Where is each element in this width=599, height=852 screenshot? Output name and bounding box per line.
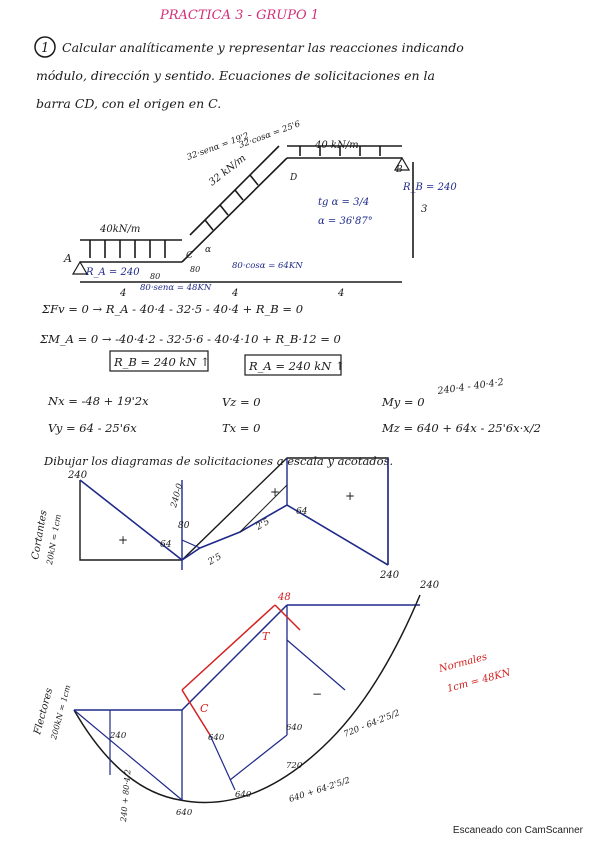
scanner-footer: Escaneado con CamScanner <box>452 825 583 836</box>
problem-number-circle <box>34 36 56 58</box>
diagram-instruction: Dibujar los diagramas de solicitaciones … <box>43 454 393 468</box>
minus-80-label: 80 <box>190 265 200 274</box>
ra-result: R_A = 240 kN ↑ <box>248 359 345 373</box>
rb-result: R_B = 240 kN ↑ <box>113 355 210 369</box>
reaction-b-label: R_B = 240 <box>402 182 457 193</box>
tan-formula: tg α = 3/4 <box>318 197 369 208</box>
normal-title: Normales <box>437 652 488 676</box>
equation-nx: Nx = -48 + 19'2x <box>47 394 149 408</box>
equation-mz-note: 240·4 - 40·4·2 <box>436 377 505 397</box>
moment-val-640-formula: 640 + 64·2'5/2 <box>288 776 352 805</box>
moment-val-640-a: 640 <box>208 733 225 743</box>
point-c-label: C <box>186 251 193 261</box>
moment-val-640-b: 640 <box>235 790 252 800</box>
shear-sign-plus-2: + <box>270 485 280 499</box>
statement-line-2: módulo, dirección y sentido. Ecuaciones … <box>36 68 435 83</box>
moment-diagram <box>73 594 421 804</box>
load-right-label: 40 kN/m <box>314 140 359 151</box>
equation-tx: Tx = 0 <box>222 421 260 435</box>
moment-val-240: 240 <box>419 580 440 591</box>
equation-my: My = 0 <box>381 395 425 409</box>
force-cos-label: 80·cosα = 64KN <box>232 261 303 271</box>
support-a-label: A <box>63 252 72 265</box>
equation-sum-ma: ΣM_A = 0 → -40·4·2 - 32·5·6 - 40·4·10 + … <box>39 332 341 346</box>
page-title: PRACTICA 3 - GRUPO 1 <box>159 8 319 23</box>
dim-left: 4 <box>119 288 126 299</box>
shear-val-2-5-b: 2'5 <box>254 517 272 533</box>
beam-structure <box>71 145 414 283</box>
support-b-label: B <box>395 165 403 175</box>
force-80-label: 80 <box>150 272 160 281</box>
moment-val-720-a: 720 <box>286 761 303 771</box>
ra-result-box <box>244 354 342 376</box>
force-sin-label: 80·senα = 48KN <box>140 283 212 293</box>
load-left-label: 40kN/m <box>99 224 140 235</box>
shear-val-240-bottom: 240 <box>379 570 400 581</box>
shear-note-240-0: 240-0 <box>169 482 185 510</box>
moment-side-formula: 240 + 80·4/2 <box>119 769 133 823</box>
shear-diagram <box>79 457 389 570</box>
shear-val-2-5-a: 2'5 <box>206 552 224 568</box>
shear-sign-plus-3: + <box>345 489 355 503</box>
statement-line-1: Calcular analíticamente y representar la… <box>62 40 464 55</box>
moment-val-720-formula: 720 - 64·2'5/2 <box>342 708 401 740</box>
dim-right: 4 <box>337 288 344 299</box>
shear-val-80: 80 <box>178 521 190 531</box>
moment-val-640-c: 640 <box>176 808 193 818</box>
moment-sign-minus: − <box>312 687 322 701</box>
point-d-label: D <box>289 173 297 183</box>
reaction-a-label: R_A = 240 <box>85 267 140 278</box>
dim-mid: 4 <box>231 288 238 299</box>
shear-val-240-top: 240 <box>67 470 88 481</box>
angle-alpha-label: α <box>205 245 211 255</box>
moment-sign-t: T <box>262 630 271 643</box>
moment-val-640-d: 640 <box>286 723 303 733</box>
moment-val-48: 48 <box>277 592 291 603</box>
equation-sum-fv: ΣFv = 0 → R_A - 40·4 - 32·5 - 40·4 + R_B… <box>41 302 303 316</box>
rb-result-box <box>109 350 209 372</box>
shear-val-64-right: 64 <box>296 507 308 517</box>
statement-line-3: barra CD, con el origen en C. <box>36 96 221 111</box>
equation-vz: Vz = 0 <box>222 395 261 409</box>
equation-vy: Vy = 64 - 25'6x <box>48 421 137 435</box>
problem-number: 1 <box>41 41 49 56</box>
normal-scale: 1cm = 48KN <box>446 667 513 695</box>
height-label: 3 <box>421 204 427 215</box>
alpha-value: α = 36'87° <box>318 216 373 227</box>
moment-val-240-left: 240 <box>109 731 127 741</box>
shear-val-64-left: 64 <box>160 540 172 550</box>
moment-sign-c: C <box>200 702 209 715</box>
shear-sign-plus-1: + <box>118 533 128 547</box>
equation-mz: Mz = 640 + 64x - 25'6x·x/2 <box>381 421 541 435</box>
